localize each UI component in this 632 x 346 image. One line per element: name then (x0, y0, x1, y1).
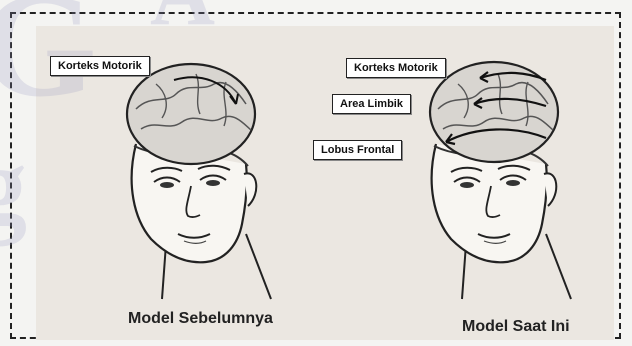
watermark-letter: g (0, 130, 27, 240)
label-frontal-lobe: Lobus Frontal (313, 140, 402, 160)
caption-previous-model: Model Sebelumnya (128, 310, 273, 328)
caption-current-model: Model Saat Ini (462, 318, 570, 336)
label-motor-cortex-previous: Korteks Motorik (50, 56, 150, 76)
label-motor-cortex-current: Korteks Motorik (346, 58, 446, 78)
label-limbic-area: Area Limbik (332, 94, 411, 114)
